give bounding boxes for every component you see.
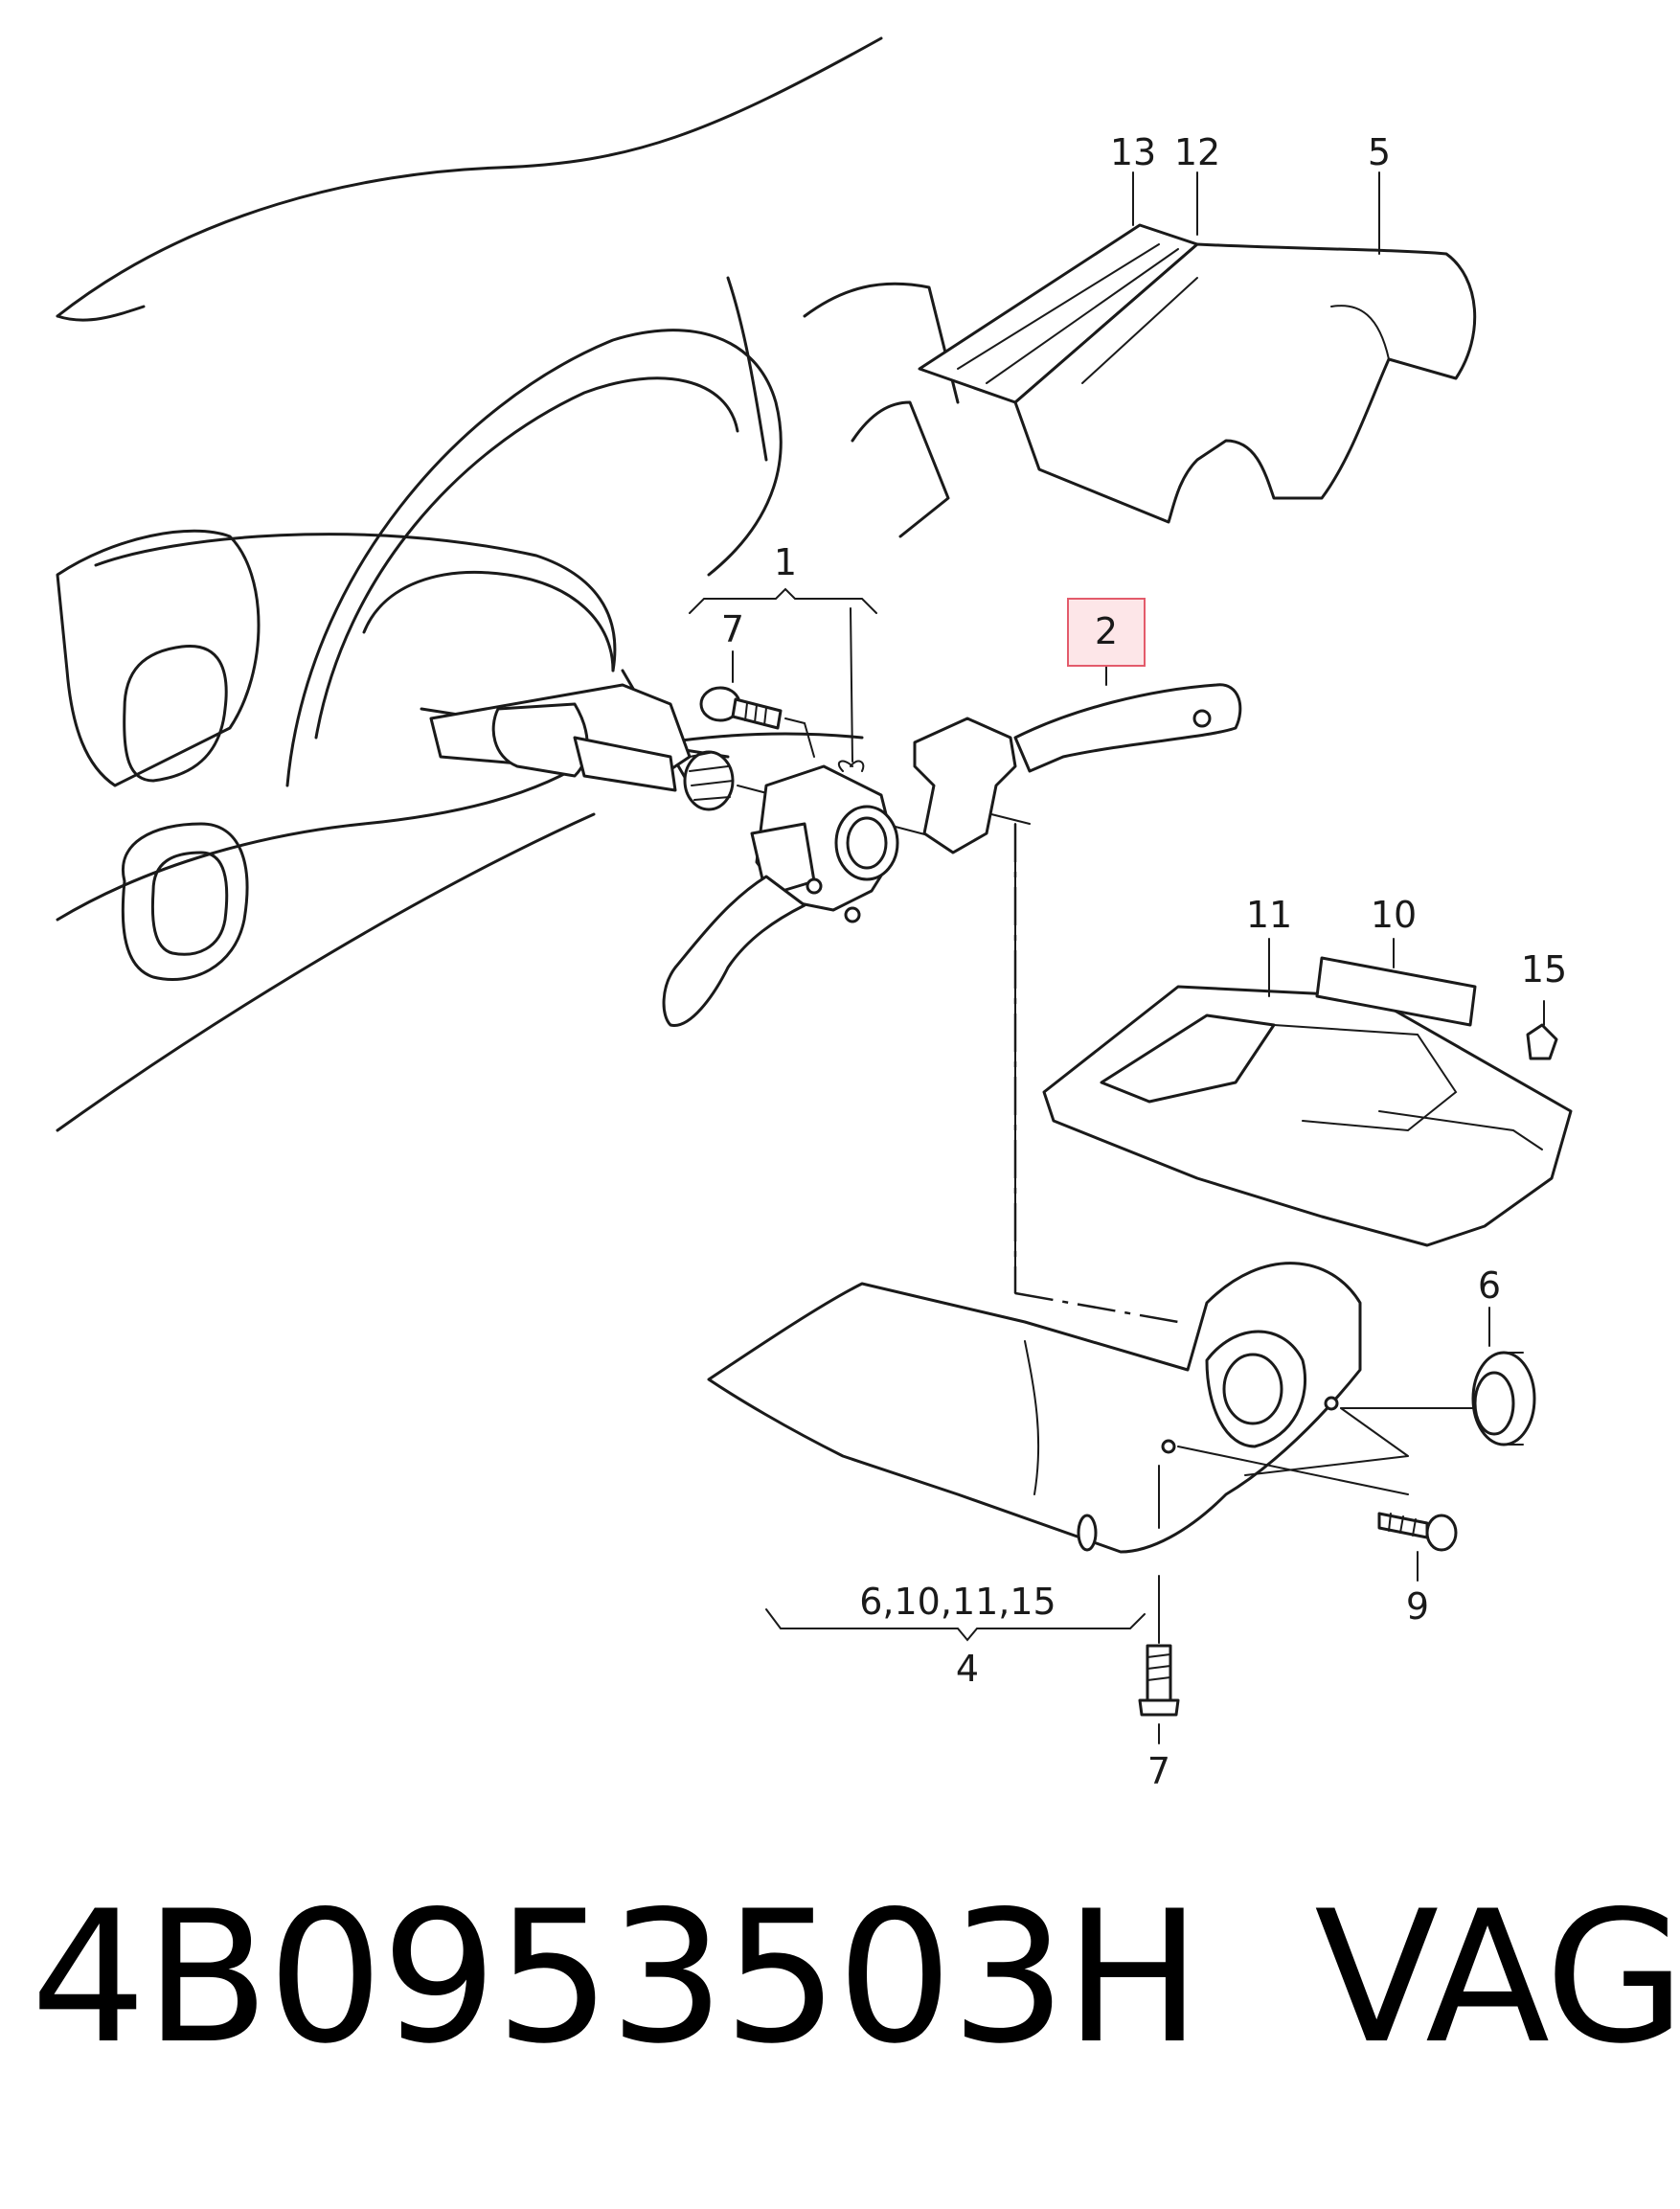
turn-signal-switch bbox=[913, 683, 1242, 1324]
callout-7-bottom: 7 bbox=[1147, 1750, 1170, 1792]
dashboard-outline bbox=[56, 36, 960, 1132]
grommet-6 bbox=[1471, 1351, 1536, 1446]
callout-labels: 13 12 5 1 7 2 11 10 15 6 9 6,10,11,15 4 … bbox=[721, 131, 1567, 1792]
lower-trim-cover bbox=[707, 1262, 1476, 1554]
callout-15: 15 bbox=[1521, 948, 1567, 991]
brand-label: VAG bbox=[1314, 1872, 1680, 2084]
callout-6-10-11-15: 6,10,11,15 bbox=[859, 1581, 1056, 1623]
callout-2-highlight bbox=[1067, 598, 1146, 667]
callout-10: 10 bbox=[1371, 894, 1417, 936]
screw-7-top bbox=[699, 686, 815, 758]
callout-4: 4 bbox=[956, 1648, 979, 1690]
upper-trim-cover bbox=[918, 223, 1477, 524]
leader-lines bbox=[689, 171, 1545, 1744]
callout-9: 9 bbox=[1406, 1585, 1429, 1628]
callout-11: 11 bbox=[1246, 894, 1292, 936]
callout-13: 13 bbox=[1110, 131, 1156, 173]
callout-6: 6 bbox=[1478, 1264, 1501, 1307]
callout-12: 12 bbox=[1174, 131, 1220, 173]
part-number: 4B0953503H bbox=[31, 1872, 1201, 2084]
wiper-switch-assembly bbox=[662, 760, 899, 1027]
callout-2: 2 bbox=[1095, 610, 1118, 652]
callout-5: 5 bbox=[1368, 131, 1391, 173]
foam-insulation bbox=[1042, 956, 1573, 1247]
callout-7-top: 7 bbox=[721, 608, 744, 650]
callout-1: 1 bbox=[774, 541, 797, 583]
screw-7-bottom bbox=[1138, 1575, 1180, 1717]
screw-9 bbox=[1377, 1512, 1458, 1552]
